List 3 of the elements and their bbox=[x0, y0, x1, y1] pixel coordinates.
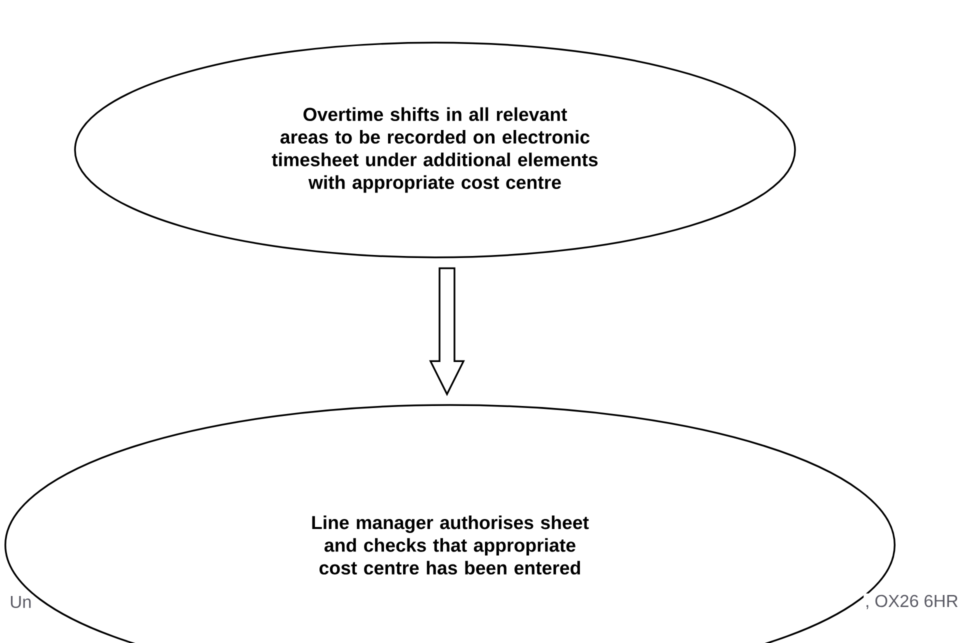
footer-text: Un bbox=[8, 594, 34, 610]
footer-text: , OX26 6HR bbox=[864, 594, 960, 610]
block-arrow bbox=[429, 267, 465, 396]
